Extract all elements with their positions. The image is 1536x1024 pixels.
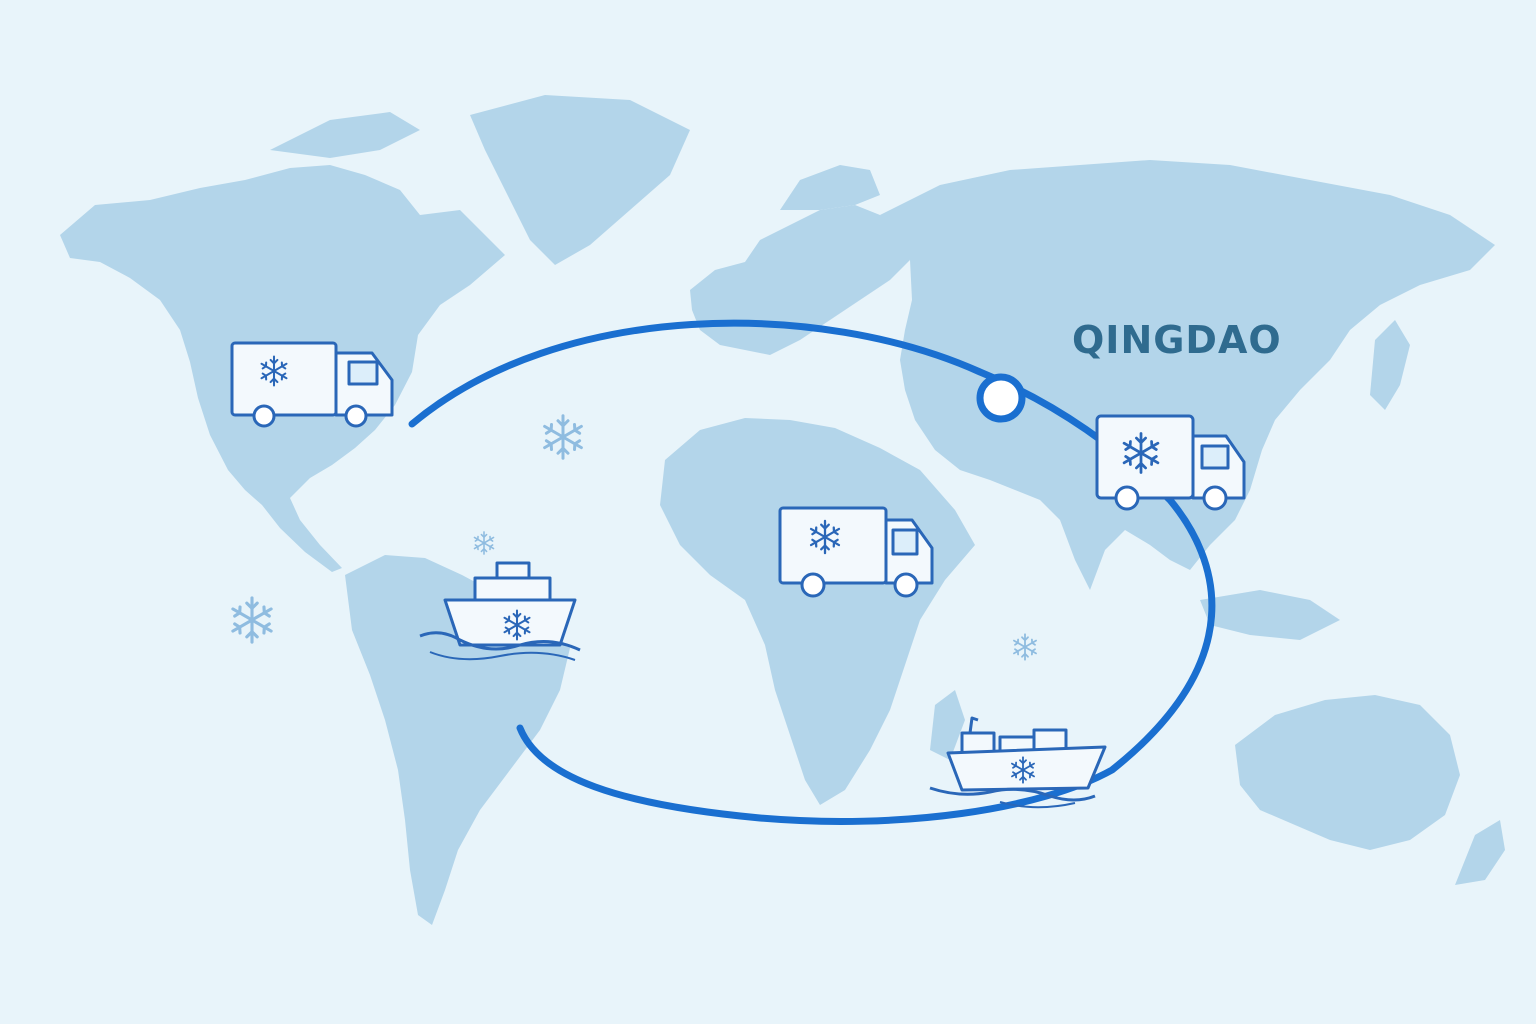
reefer-ship-indian-ocean bbox=[929, 716, 1107, 809]
landmass-australia bbox=[1235, 695, 1460, 850]
refrigerated-truck-africa bbox=[778, 506, 934, 598]
shipping-route bbox=[408, 319, 1216, 825]
origin-marker-icon bbox=[976, 373, 1026, 423]
snowflake-icon bbox=[1013, 633, 1037, 661]
snowflake-icon bbox=[543, 414, 583, 460]
landmass-new-zealand bbox=[1455, 820, 1505, 885]
landmass-madagascar bbox=[930, 690, 965, 760]
refrigerated-truck-china bbox=[1095, 414, 1246, 511]
snowflake-icon bbox=[231, 596, 273, 644]
landmass-scandinavia bbox=[780, 165, 880, 210]
landmass-southeast-asia-islands bbox=[1200, 590, 1340, 640]
landmass-japan bbox=[1370, 320, 1410, 410]
landmass-europe bbox=[690, 205, 910, 355]
reefer-ship-south-america bbox=[419, 561, 581, 661]
landmass-africa bbox=[660, 418, 975, 805]
landmass-greenland bbox=[470, 95, 690, 265]
refrigerated-truck-north-america bbox=[230, 341, 394, 428]
city-label-qingdao: QINGDAO bbox=[1072, 318, 1282, 362]
landmass-canadian-islands bbox=[270, 112, 420, 158]
landmass-asia bbox=[880, 160, 1495, 590]
snowflake-icon bbox=[473, 531, 495, 555]
